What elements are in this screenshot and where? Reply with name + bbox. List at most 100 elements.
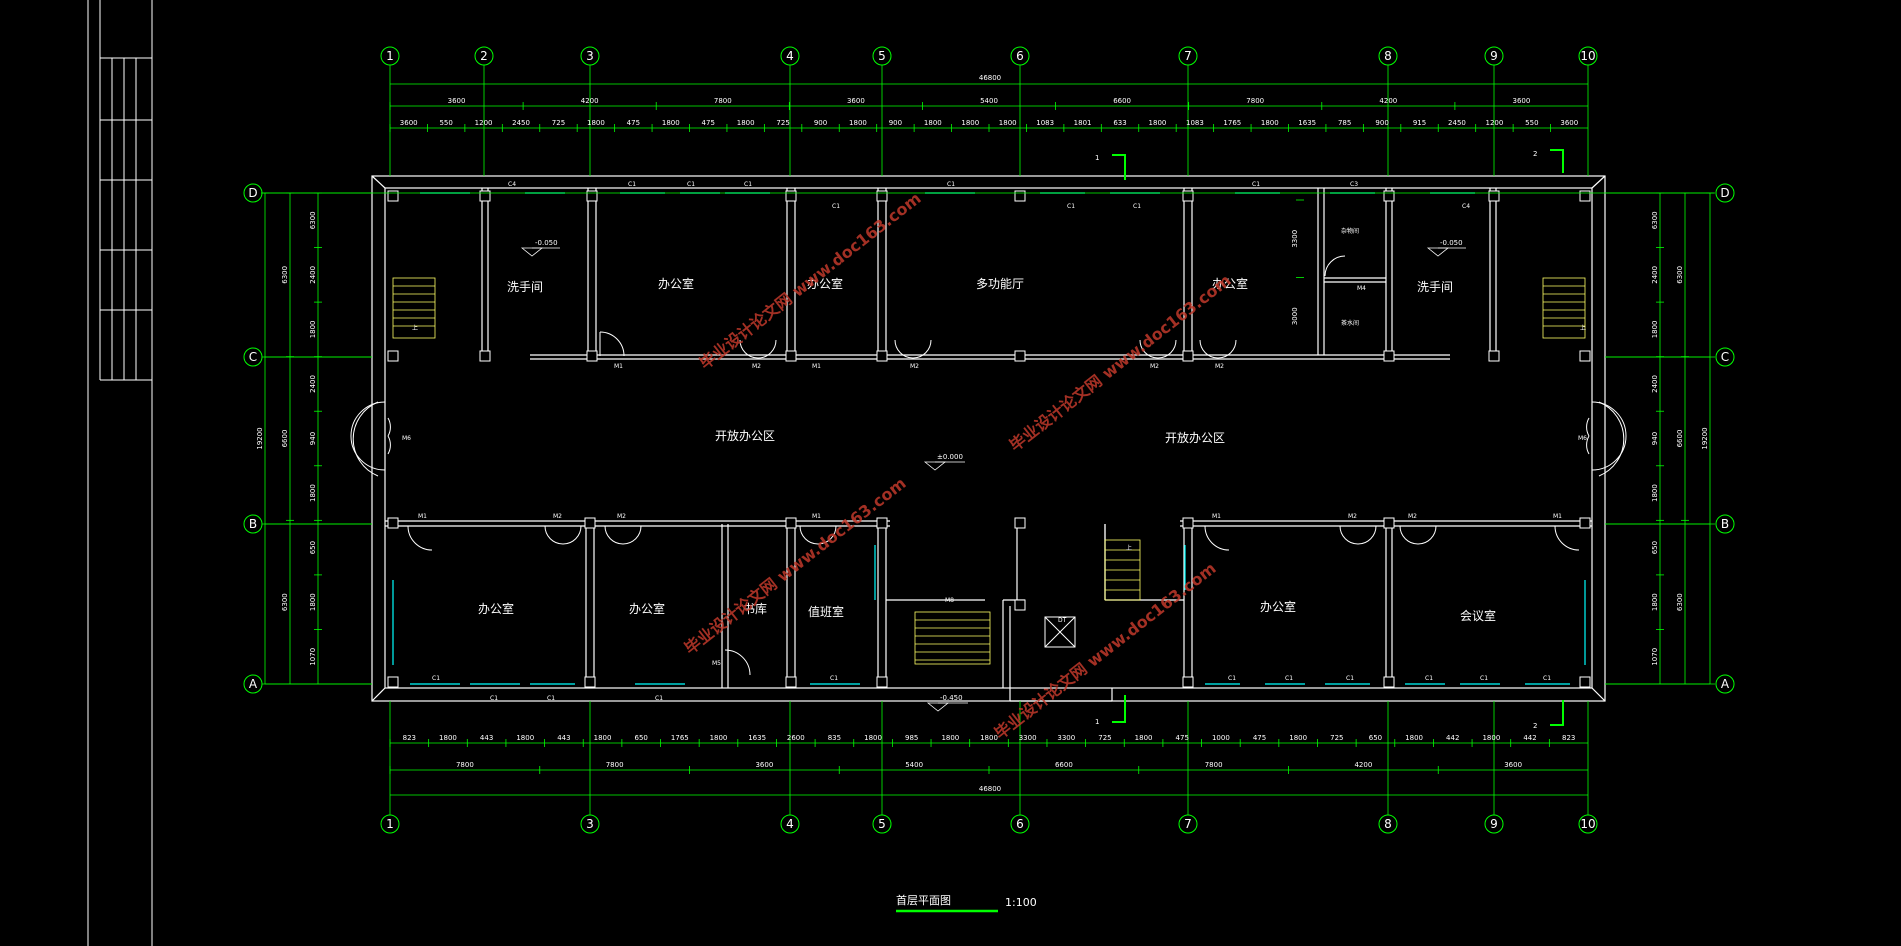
axis-label-bottom: 4 (786, 817, 794, 831)
tag-m2-f: M2 (617, 513, 626, 520)
section-marks (1112, 149, 1564, 726)
axis-bubble-bottom (380, 814, 400, 834)
axis-bubble-top (474, 46, 494, 66)
dim-bottom-outer: 7800 (456, 761, 474, 769)
dim-bottom-inner: 475 (1253, 734, 1266, 742)
dim-top-inner: 900 (814, 119, 827, 127)
dim-right-inner: 650 (1651, 541, 1659, 554)
dim-bottom-inner: 475 (1176, 734, 1189, 742)
tag-c1-j: C1 (490, 695, 498, 702)
dim-bottom-inner: 442 (1523, 734, 1536, 742)
room-office-2: 办公室 (807, 276, 843, 291)
dim-top-inner: 3600 (400, 119, 418, 127)
dim-bottom-inner: 725 (1330, 734, 1343, 742)
dim-left-inner: 1800 (309, 484, 317, 502)
dim-bottom-inner: 3300 (1057, 734, 1075, 742)
section-1-bottom: 1 (1095, 718, 1099, 726)
tag-dt: DT (1058, 617, 1067, 624)
dim-top-inner: 1765 (1223, 119, 1241, 127)
drawing-scale: 1:100 (1005, 896, 1037, 909)
tag-m2-c: M2 (1150, 363, 1159, 370)
dim-top-outer: 3600 (448, 97, 466, 105)
title-block (87, 0, 153, 946)
level-wash-right: -0.050 (1440, 239, 1463, 247)
dim-bottom-inner: 1800 (1405, 734, 1423, 742)
total-dim-bottom: 46800 (979, 785, 1001, 793)
dim-top-inner: 915 (1413, 119, 1426, 127)
dim-bottom-inner: 650 (635, 734, 648, 742)
exterior-walls (371, 175, 1606, 702)
dim-right-inner: 6300 (1651, 211, 1659, 229)
tag-c1-q: C1 (1425, 675, 1433, 682)
room-meeting: 会议室 (1460, 608, 1496, 623)
dim-top-outer: 5400 (980, 97, 998, 105)
axis-bubble-top (872, 46, 892, 66)
dim-top-inner: 1800 (961, 119, 979, 127)
axis-label-bottom: 3 (586, 817, 594, 831)
tag-c1-r: C1 (1480, 675, 1488, 682)
tag-m2-d: M2 (1215, 363, 1224, 370)
dim-top-outer: 7800 (714, 97, 732, 105)
dim-left-inner: 1800 (309, 593, 317, 611)
room-washroom-right: 洗手间 (1417, 280, 1453, 294)
dim-top-inner: 1800 (662, 119, 680, 127)
dim-elevation-right: 3300 (1291, 230, 1299, 248)
axis-label-bottom: 8 (1384, 817, 1392, 831)
room-office-5: 办公室 (629, 601, 665, 616)
watermark-1: 毕业设计论文网 www.doc163.com (696, 189, 925, 374)
dim-right-inner: 940 (1651, 432, 1659, 445)
room-tea: 茶水间 (1341, 319, 1359, 327)
tag-c1-a: C1 (628, 181, 636, 188)
dim-top-inner: 1800 (1149, 119, 1167, 127)
axis-bubble-bottom (1378, 814, 1398, 834)
dim-right-mid: 6300 (1676, 266, 1684, 284)
axis-label-left: C (249, 350, 257, 364)
level-floor: ±0.000 (937, 453, 963, 461)
dim-top-inner: 900 (889, 119, 902, 127)
columns (387, 190, 1591, 688)
dim-top-outer: 3600 (847, 97, 865, 105)
dim-bottom-inner: 1800 (864, 734, 882, 742)
tag-c1-m: C1 (830, 675, 838, 682)
axis-label-right: B (1721, 517, 1729, 531)
dim-left-inner: 2400 (309, 375, 317, 393)
dim-bottom-inner: 823 (403, 734, 416, 742)
dim-top-inner: 725 (552, 119, 565, 127)
axis-label-right: C (1721, 350, 1729, 364)
dim-top-outer: 4200 (581, 97, 599, 105)
room-multi-hall: 多功能厅 (976, 277, 1024, 291)
axis-label-bottom: 1 (386, 817, 394, 831)
drawing-title: 首层平面图 (896, 893, 951, 907)
tag-m6-left: M6 (402, 435, 411, 442)
dim-top-inner: 785 (1338, 119, 1351, 127)
dim-bottom-inner: 650 (1369, 734, 1382, 742)
axis-label-top: 8 (1384, 49, 1392, 63)
room-open-office-left: 开放办公区 (715, 428, 775, 443)
dim-top-inner: 550 (1525, 119, 1538, 127)
room-library: 书库 (743, 601, 767, 616)
section-2-bottom: 2 (1533, 722, 1537, 730)
tag-c1-i: C1 (432, 675, 440, 682)
dim-top-inner: 725 (776, 119, 789, 127)
dim-bottom-inner: 1765 (671, 734, 689, 742)
dim-bottom-inner: 443 (557, 734, 570, 742)
tag-c1-h: C1 (1252, 181, 1260, 188)
tag-m2-g: M2 (1348, 513, 1357, 520)
dim-bottom-outer: 7800 (606, 761, 624, 769)
room-office-4: 办公室 (478, 601, 514, 616)
tag-m1-b: M1 (812, 363, 821, 370)
tag-c1-d: C1 (832, 203, 840, 210)
tag-m2-h: M2 (1408, 513, 1417, 520)
dim-left-inner: 2400 (309, 266, 317, 284)
dim-bottom-inner: 1800 (980, 734, 998, 742)
axis-label-top: 2 (480, 49, 488, 63)
dim-right-inner: 1800 (1651, 593, 1659, 611)
dim-elevation-right: 3000 (1291, 307, 1299, 325)
dim-bottom-inner: 1800 (1482, 734, 1500, 742)
dim-bottom-inner: 823 (1562, 734, 1575, 742)
dim-bottom-outer: 6600 (1055, 761, 1073, 769)
dim-top-inner: 1200 (475, 119, 493, 127)
